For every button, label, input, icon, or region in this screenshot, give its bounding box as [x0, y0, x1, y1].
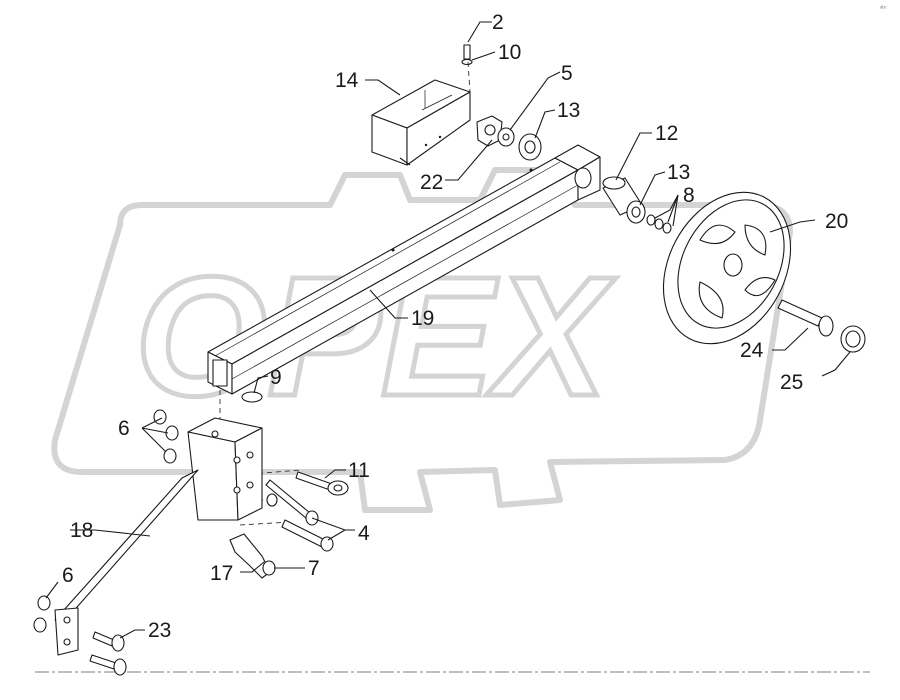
callout-23: 23	[148, 619, 171, 642]
flat-bar-part	[54, 469, 199, 656]
ring-clip-part	[241, 391, 263, 403]
cover-bracket-part	[371, 79, 471, 166]
callout-19: 19	[411, 307, 434, 330]
callout-13-lower: 13	[667, 161, 690, 184]
bolts-4-part	[265, 479, 334, 552]
callout-14: 14	[335, 69, 359, 92]
callout-labels: 2 10 14 5 13 22 12 13 8 20 19 24 25 9 6 …	[62, 11, 848, 642]
wheel-part	[662, 191, 792, 345]
callout-9: 9	[270, 366, 282, 389]
callout-7: 7	[308, 557, 320, 580]
bearing-housing-part	[476, 115, 515, 147]
axle-bolt-part	[777, 299, 834, 337]
callout-22: 22	[420, 171, 443, 194]
beam-part	[207, 144, 601, 395]
callout-11: 11	[348, 459, 370, 482]
callout-18: 18	[70, 519, 93, 542]
callout-24: 24	[740, 339, 764, 362]
callout-17: 17	[210, 562, 233, 585]
callout-10: 10	[498, 41, 521, 64]
nuts-6-upper-part	[153, 409, 179, 464]
callout-25: 25	[780, 371, 803, 394]
bearing-13-upper-part	[518, 133, 542, 161]
callout-20: 20	[825, 210, 848, 233]
nuts-6-lower-part	[33, 595, 51, 633]
corner-mark: ᵃᵇᶜ	[880, 5, 887, 12]
callout-6-upper: 6	[118, 417, 130, 440]
callout-12: 12	[655, 122, 678, 145]
bolts-23-part	[89, 631, 127, 676]
callout-2: 2	[492, 11, 504, 34]
bearing-13-lower-part	[626, 200, 646, 224]
callout-13-upper: 13	[557, 99, 580, 122]
mount-bracket-part	[187, 417, 263, 521]
callout-5: 5	[561, 62, 573, 85]
callout-4: 4	[358, 522, 370, 545]
bolt-2-part	[461, 44, 473, 66]
latch-plate-part	[229, 533, 276, 579]
assembly-line	[467, 61, 471, 93]
callout-6-lower: 6	[62, 564, 74, 587]
hub-cap-part	[840, 325, 866, 353]
washers-8-part	[646, 214, 672, 234]
callout-8: 8	[683, 184, 695, 207]
leader-lines	[45, 21, 851, 639]
eye-bolt-part	[295, 471, 349, 496]
